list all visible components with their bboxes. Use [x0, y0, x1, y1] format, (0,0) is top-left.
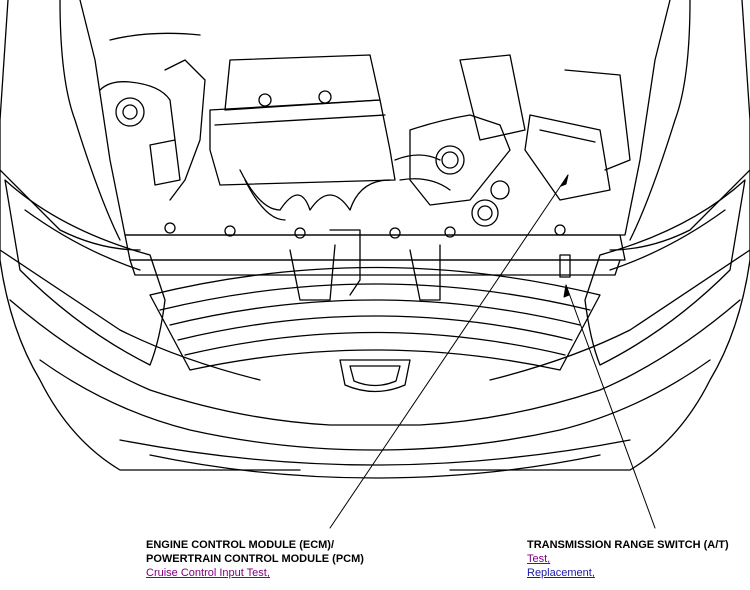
left-components: [99, 32, 206, 201]
ecm-pcm-callout: ENGINE CONTROL MODULE (ECM)/ POWERTRAIN …: [146, 538, 364, 580]
fuse-box: [524, 69, 631, 201]
trs-title: TRANSMISSION RANGE SWITCH (A/T): [527, 539, 729, 551]
transmission-range-switch: [559, 254, 571, 278]
front-grille: [149, 266, 601, 371]
pcm-title-line2: POWERTRAIN CONTROL MODULE (PCM): [146, 553, 364, 565]
car-body-outline: [0, 0, 750, 479]
trs-replacement-link[interactable]: Replacement,: [527, 567, 595, 579]
engine-bay-border: [79, 0, 671, 261]
transmission-range-switch-callout: TRANSMISSION RANGE SWITCH (A/T) Test, Re…: [527, 538, 729, 580]
headlights: [4, 179, 746, 366]
leader-lines: [329, 174, 656, 529]
ecm-title-line1: ENGINE CONTROL MODULE (ECM)/: [146, 539, 335, 551]
cruise-control-input-test-link[interactable]: Cruise Control Input Test,: [146, 567, 270, 579]
reservoir-caps: [471, 180, 510, 227]
trs-test-link[interactable]: Test,: [527, 553, 551, 565]
radiator-support: [129, 222, 621, 301]
honda-emblem: [339, 359, 411, 393]
air-intake: [394, 54, 526, 206]
engine-cover: [209, 54, 396, 221]
